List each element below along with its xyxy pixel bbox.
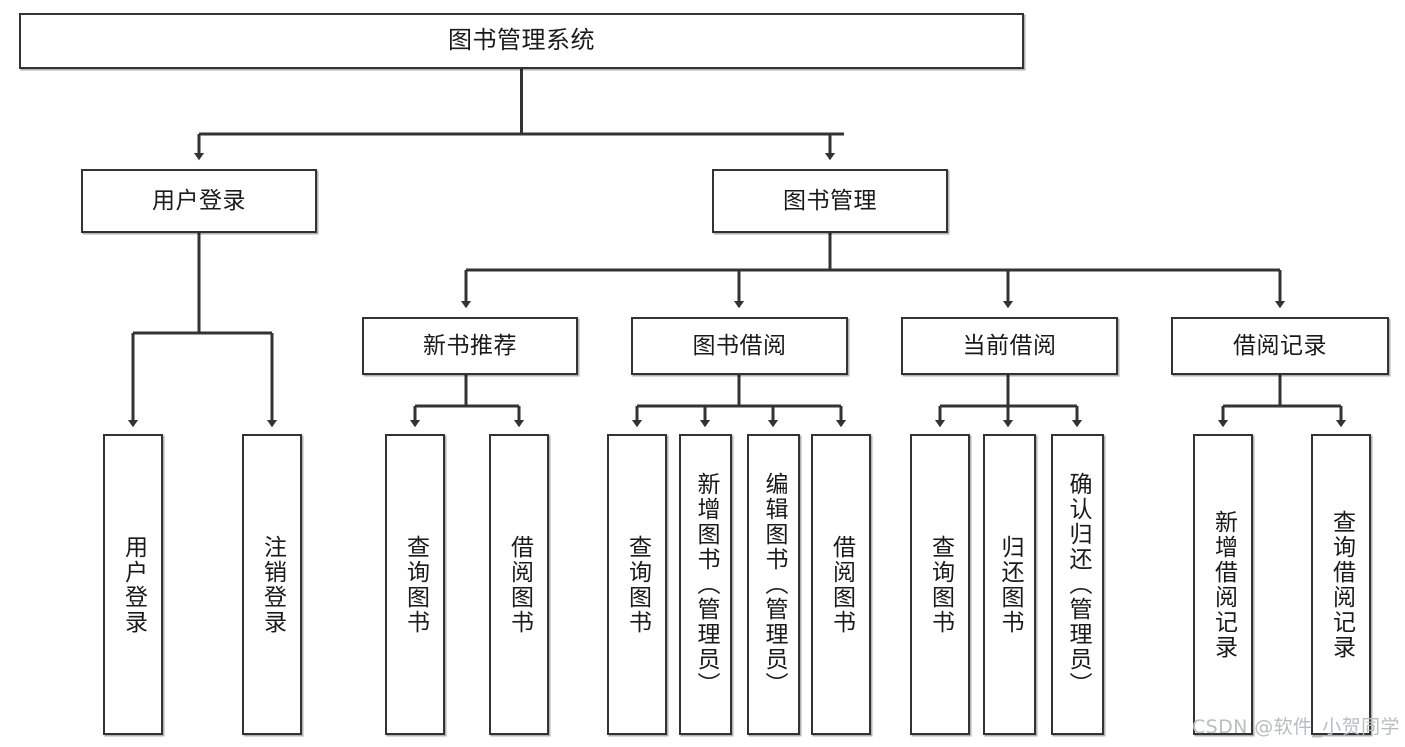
node-leaf-borrow-book-1-label: 借阅图书 xyxy=(506,534,533,635)
node-book-manage[interactable]: 图书管理 xyxy=(712,169,948,233)
node-new-book-recommend-label: 新书推荐 xyxy=(423,332,517,359)
node-leaf-query-book-2[interactable]: 查询图书 xyxy=(607,434,667,735)
node-leaf-confirm-return[interactable]: 确认归还（管理员） xyxy=(1051,434,1104,735)
node-leaf-return-book-label: 归还图书 xyxy=(997,534,1023,635)
node-leaf-user-login[interactable]: 用户登录 xyxy=(103,434,163,735)
node-leaf-add-record-label: 新增借阅记录 xyxy=(1210,509,1237,660)
node-leaf-user-login-label: 用户登录 xyxy=(120,534,147,635)
node-leaf-borrow-book-2[interactable]: 借阅图书 xyxy=(811,434,871,735)
node-current-borrow[interactable]: 当前借阅 xyxy=(901,317,1118,375)
node-leaf-logout-login[interactable]: 注销登录 xyxy=(242,434,302,735)
node-root-label: 图书管理系统 xyxy=(448,26,595,55)
node-book-borrow-label: 图书借阅 xyxy=(692,332,787,359)
node-book-borrow[interactable]: 图书借阅 xyxy=(631,317,848,375)
node-leaf-borrow-book-2-label: 借阅图书 xyxy=(828,534,855,635)
node-leaf-edit-book[interactable]: 编辑图书（管理员） xyxy=(747,434,800,735)
node-leaf-query-record[interactable]: 查询借阅记录 xyxy=(1311,434,1371,735)
node-leaf-query-record-label: 查询借阅记录 xyxy=(1328,509,1355,660)
node-root[interactable]: 图书管理系统 xyxy=(19,13,1024,69)
node-leaf-confirm-return-label: 确认归还（管理员） xyxy=(1065,472,1091,697)
node-user-login[interactable]: 用户登录 xyxy=(81,169,317,233)
node-book-manage-label: 图书管理 xyxy=(783,187,877,214)
node-new-book-recommend[interactable]: 新书推荐 xyxy=(362,317,578,375)
node-borrow-record[interactable]: 借阅记录 xyxy=(1171,317,1389,375)
node-borrow-record-label: 借阅记录 xyxy=(1233,332,1327,359)
node-current-borrow-label: 当前借阅 xyxy=(962,332,1057,359)
node-leaf-add-book-label: 新增图书（管理员） xyxy=(693,472,719,697)
node-leaf-add-book[interactable]: 新增图书（管理员） xyxy=(679,434,732,735)
node-leaf-query-book-1-label: 查询图书 xyxy=(402,534,429,635)
node-leaf-query-book-3[interactable]: 查询图书 xyxy=(910,434,970,735)
node-leaf-add-record[interactable]: 新增借阅记录 xyxy=(1193,434,1253,735)
csdn-watermark: CSDN @软件_小贺同学 xyxy=(1192,716,1400,738)
node-leaf-return-book[interactable]: 归还图书 xyxy=(983,434,1036,735)
node-leaf-query-book-3-label: 查询图书 xyxy=(927,534,954,635)
node-leaf-logout-login-label: 注销登录 xyxy=(259,534,286,635)
node-leaf-query-book-1[interactable]: 查询图书 xyxy=(385,434,445,735)
node-leaf-edit-book-label: 编辑图书（管理员） xyxy=(761,472,787,697)
node-user-login-label: 用户登录 xyxy=(152,187,246,214)
node-leaf-query-book-2-label: 查询图书 xyxy=(624,534,651,635)
node-leaf-borrow-book-1[interactable]: 借阅图书 xyxy=(489,434,549,735)
